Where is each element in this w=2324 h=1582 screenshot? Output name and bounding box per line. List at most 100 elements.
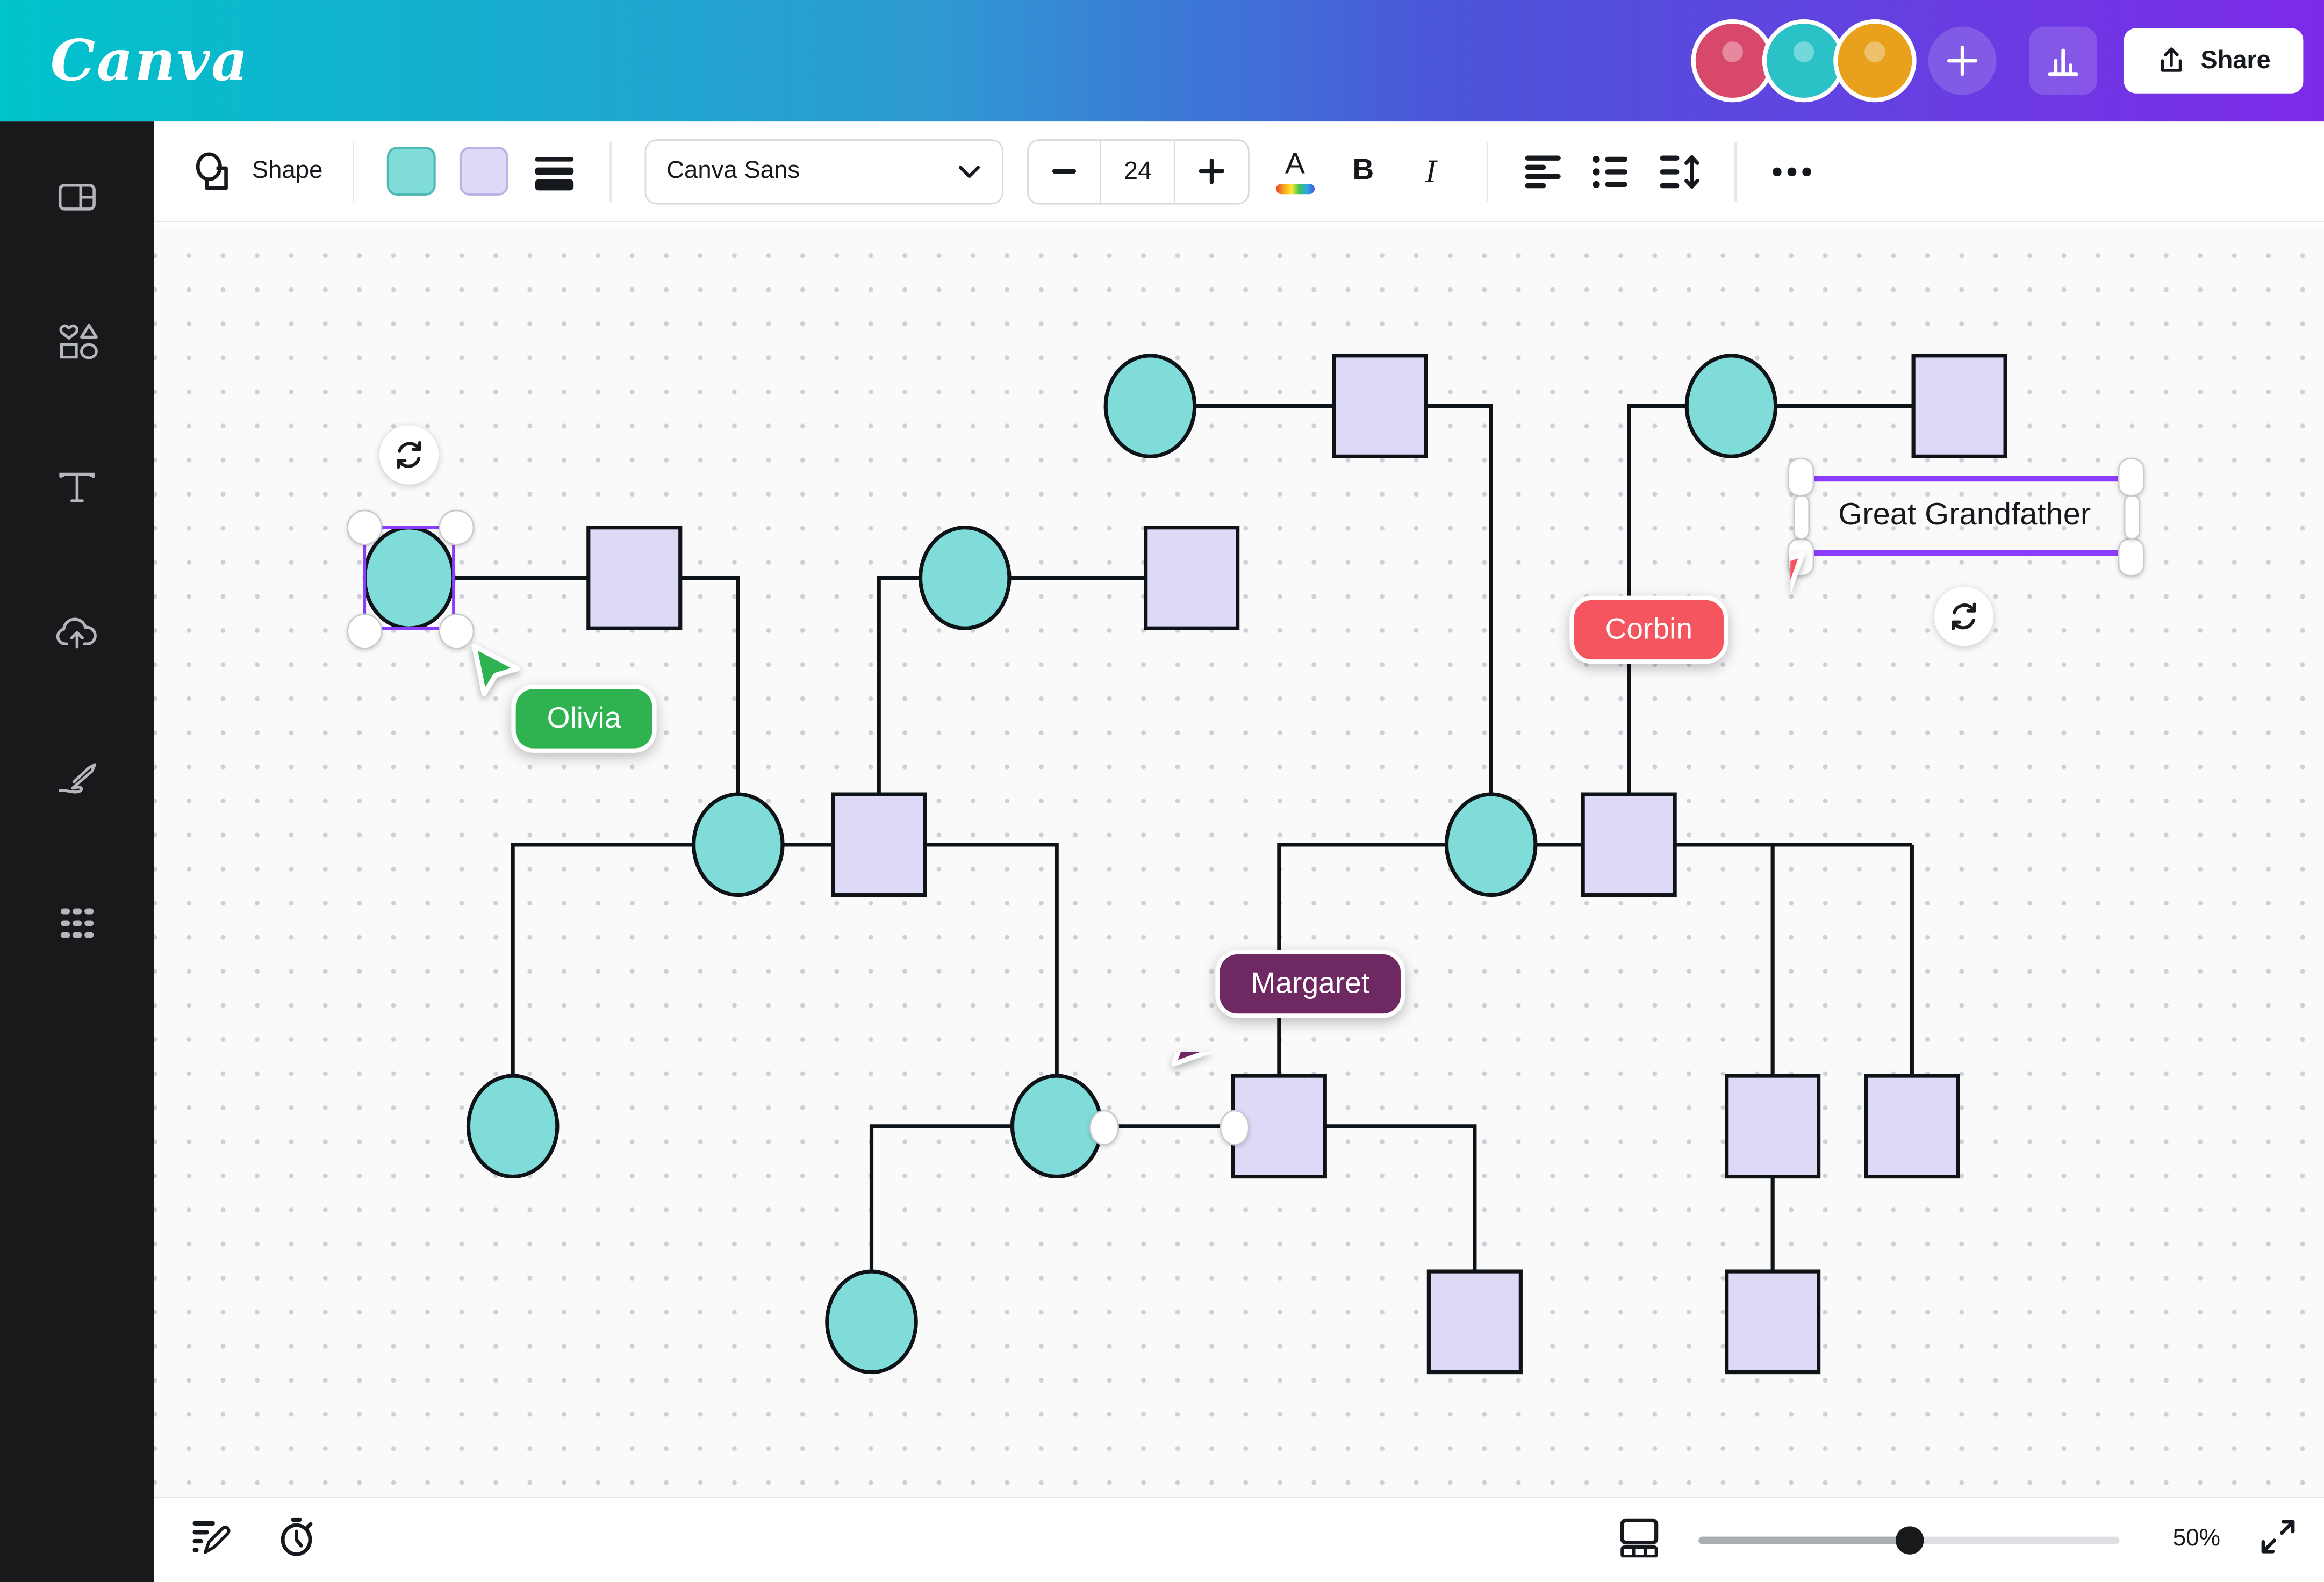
circle-node[interactable] — [1010, 1073, 1103, 1178]
fullscreen-button[interactable] — [2259, 1517, 2298, 1563]
connector-line[interactable] — [1627, 403, 1687, 794]
square-node[interactable] — [1426, 1269, 1523, 1374]
text-element[interactable]: Great Grandfather — [1799, 474, 2130, 555]
selection-corner-handle[interactable] — [347, 613, 383, 649]
spacing-button[interactable] — [1650, 141, 1709, 200]
square-node[interactable] — [1581, 792, 1677, 896]
sidebar-item-text[interactable] — [43, 454, 111, 522]
collaborator-avatars — [1690, 19, 1916, 103]
zoom-slider-fill — [1698, 1536, 1909, 1544]
sidebar-item-draw[interactable] — [43, 744, 111, 812]
rotate-handle-button[interactable] — [1934, 586, 1994, 645]
circle-node[interactable] — [1103, 353, 1197, 458]
add-collaborator-button[interactable] — [1928, 26, 1996, 95]
canva-logo[interactable]: Canva — [50, 26, 249, 94]
bar-chart-icon — [2047, 48, 2078, 76]
text-corner-handle[interactable] — [1787, 457, 1814, 496]
connector-line[interactable] — [869, 1123, 1013, 1271]
square-node[interactable] — [1725, 1073, 1821, 1178]
rotate-handle-button[interactable] — [379, 425, 439, 484]
more-options-button[interactable] — [1762, 141, 1821, 200]
text-color-button[interactable]: A — [1265, 141, 1324, 200]
circle-node[interactable] — [691, 792, 785, 896]
selection-corner-handle[interactable] — [439, 613, 475, 649]
selection-corner-handle[interactable] — [439, 509, 475, 545]
square-node[interactable] — [1725, 1269, 1821, 1374]
font-size-value[interactable]: 24 — [1100, 140, 1175, 203]
share-button[interactable]: Share — [2124, 28, 2304, 94]
connector-line[interactable] — [680, 575, 740, 794]
timer-button[interactable] — [276, 1515, 317, 1564]
italic-icon: I — [1425, 153, 1438, 189]
circle-node[interactable] — [466, 1073, 560, 1178]
avatar[interactable] — [1762, 19, 1845, 103]
zoom-level-label: 50% — [2172, 1527, 2220, 1552]
square-node[interactable] — [1911, 353, 2007, 458]
bottom-bar-right: 50% — [1618, 1515, 2297, 1564]
bullet-list-icon — [1593, 155, 1628, 188]
italic-button[interactable]: I — [1402, 141, 1461, 200]
circle-node[interactable] — [1444, 792, 1538, 896]
bottom-bar-left — [190, 1515, 317, 1564]
notes-button[interactable] — [190, 1515, 231, 1564]
zoom-slider-thumb[interactable] — [1895, 1527, 1924, 1555]
bold-icon: B — [1352, 154, 1374, 187]
shape-type-button[interactable]: Shape — [184, 137, 332, 205]
share-upload-icon — [2160, 47, 2182, 72]
connector-line[interactable] — [1325, 1123, 1477, 1271]
text-corner-handle[interactable] — [2118, 537, 2145, 576]
collaborator-label-margaret: Margaret — [1215, 949, 1405, 1018]
square-node[interactable] — [831, 792, 927, 896]
rotate-icon — [397, 440, 421, 468]
connector-endpoint-handle[interactable] — [1089, 1109, 1120, 1145]
insights-button[interactable] — [2028, 26, 2097, 95]
zoom-slider[interactable] — [1698, 1527, 2120, 1555]
sidebar-item-elements[interactable] — [43, 308, 111, 377]
family-tree-diagram — [362, 353, 2007, 1374]
toolbar-divider — [1486, 141, 1489, 201]
expand-icon — [2261, 1520, 2295, 1553]
fill-color-swatch[interactable] — [387, 147, 436, 196]
text-align-button[interactable] — [1514, 141, 1573, 200]
avatar[interactable] — [1690, 19, 1774, 103]
rotate-icon — [1951, 602, 1976, 630]
shape-icon — [196, 152, 228, 190]
connector-endpoint-handle[interactable] — [1220, 1109, 1250, 1145]
toolbar-divider — [609, 141, 612, 201]
design-panel-icon — [58, 183, 96, 211]
list-button[interactable] — [1582, 141, 1641, 200]
sidebar-item-design[interactable] — [43, 163, 111, 231]
circle-node[interactable] — [825, 1269, 918, 1374]
connector-line[interactable] — [877, 575, 921, 794]
avatar[interactable] — [1833, 19, 1916, 103]
notes-icon — [192, 1521, 231, 1554]
border-weight-button[interactable] — [525, 141, 584, 200]
pages-grid-icon — [1620, 1518, 1659, 1558]
sidebar-item-apps[interactable] — [43, 889, 111, 958]
sidebar-item-uploads[interactable] — [43, 599, 111, 667]
connector-line[interactable] — [1425, 403, 1493, 794]
text-selection-top-bar — [1799, 474, 2130, 481]
text-side-handle[interactable] — [2123, 494, 2140, 539]
cursor-arrow-icon — [471, 643, 520, 696]
selection-corner-handle[interactable] — [347, 509, 383, 545]
text-side-handle[interactable] — [1792, 494, 1809, 539]
square-node[interactable] — [1864, 1073, 1960, 1178]
font-size-decrease-button[interactable] — [1028, 140, 1100, 203]
circle-node[interactable] — [1684, 353, 1778, 458]
font-size-increase-button[interactable] — [1175, 140, 1247, 203]
text-corner-handle[interactable] — [2118, 457, 2145, 496]
square-node[interactable] — [1332, 353, 1428, 458]
circle-node[interactable] — [918, 524, 1012, 630]
square-node[interactable] — [586, 524, 683, 630]
collaborator-cursor-margaret — [1162, 1015, 1245, 1134]
grid-view-button[interactable] — [1618, 1515, 1660, 1564]
connector-line[interactable] — [511, 842, 694, 1075]
square-node[interactable] — [1144, 524, 1240, 630]
cursor-arrow-icon — [1171, 1015, 1223, 1066]
connector-line[interactable] — [924, 842, 1059, 1075]
secondary-color-swatch[interactable] — [460, 147, 509, 196]
font-family-select[interactable]: Canva Sans — [644, 138, 1003, 204]
bold-button[interactable]: B — [1333, 141, 1393, 200]
